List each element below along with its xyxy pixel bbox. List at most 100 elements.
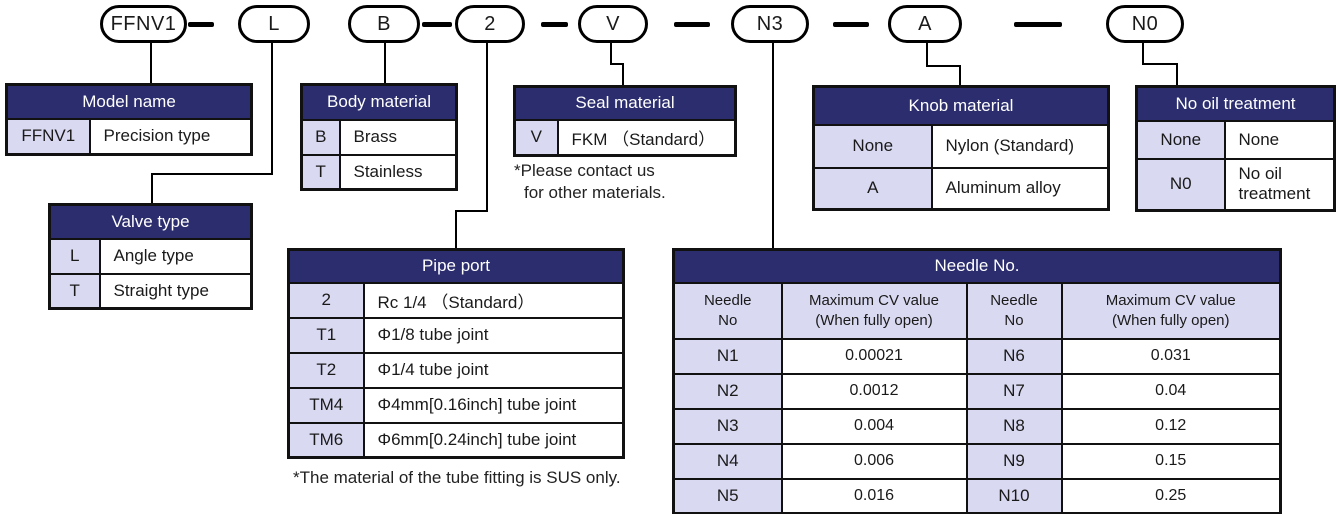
cv-value-cell: 0.016	[780, 477, 968, 514]
table-row: None Nylon (Standard)	[812, 123, 1110, 169]
code-pill-no-oil: N0	[1106, 5, 1184, 43]
code-pill-label: B	[377, 12, 391, 35]
desc-cell: Φ1/8 tube joint	[362, 316, 625, 354]
knob-material-table: Knob material None Nylon (Standard) A Al…	[812, 85, 1110, 211]
note-line: *Please contact us	[514, 161, 655, 180]
code-cell: A	[812, 166, 933, 211]
needle-no-cell: N8	[965, 407, 1063, 445]
connector-line	[150, 42, 152, 83]
code-cell: T	[48, 272, 101, 310]
cv-value-cell: 0.0012	[780, 372, 968, 410]
dash-icon	[833, 22, 869, 27]
table-row: B Brass	[300, 118, 458, 156]
table-row: N3 0.004 N8 0.12	[672, 407, 1282, 445]
code-pill-pipe-port: 2	[455, 5, 525, 43]
connector-line	[610, 63, 624, 65]
table-title: Model name	[5, 83, 253, 120]
table-row: None None	[1135, 119, 1336, 160]
connector-line	[384, 42, 386, 83]
code-cell: L	[48, 237, 101, 275]
table-row: T Stainless	[300, 153, 458, 191]
model-name-table: Model name FFNV1 Precision type	[5, 83, 253, 156]
cv-value-cell: 0.04	[1060, 372, 1282, 410]
table-row: T Straight type	[48, 272, 253, 310]
table-row: A Aluminum alloy	[812, 166, 1110, 211]
needle-no-cell: N7	[965, 372, 1063, 410]
code-pill-body-material: B	[348, 5, 420, 43]
connector-line	[151, 173, 153, 203]
connector-line	[455, 210, 488, 212]
dash-icon	[1014, 22, 1062, 27]
table-title: Knob material	[812, 85, 1110, 126]
table-row: V FKM （Standard）	[513, 118, 737, 157]
connector-line	[959, 65, 961, 85]
desc-cell: Aluminum alloy	[930, 166, 1110, 211]
code-pill-needle-no: N3	[731, 5, 809, 43]
code-cell: T	[300, 153, 341, 191]
cv-value-cell: 0.004	[780, 407, 968, 445]
pipe-port-table: Pipe port 2 Rc 1/4 （Standard） T1 Φ1/8 tu…	[287, 248, 625, 459]
column-header: Needle No	[965, 281, 1063, 340]
seal-material-note: *Please contact us for other materials.	[514, 160, 666, 204]
needle-no-cell: N2	[672, 372, 783, 410]
needle-no-cell: N6	[965, 337, 1063, 375]
dash-icon	[422, 22, 452, 27]
code-cell: TM4	[287, 386, 365, 424]
connector-line	[926, 42, 928, 67]
table-row: TM6 Φ6mm[0.24inch] tube joint	[287, 421, 625, 459]
pipe-port-note: *The material of the tube fitting is SUS…	[293, 468, 621, 487]
no-oil-treatment-table: No oil treatment None None N0 No oil tre…	[1135, 85, 1336, 212]
table-row: 2 Rc 1/4 （Standard）	[287, 281, 625, 319]
desc-cell: Angle type	[98, 237, 253, 275]
body-material-table: Body material B Brass T Stainless	[300, 83, 458, 191]
code-cell: N0	[1135, 157, 1226, 212]
valve-type-table: Valve type L Angle type T Straight type	[48, 203, 253, 310]
table-row: N5 0.016 N10 0.25	[672, 477, 1282, 514]
table-row: N1 0.00021 N6 0.031	[672, 337, 1282, 375]
table-row: N2 0.0012 N7 0.04	[672, 372, 1282, 410]
code-cell: B	[300, 118, 341, 156]
desc-cell: Φ6mm[0.24inch] tube joint	[362, 421, 625, 459]
table-title: Seal material	[513, 85, 737, 121]
table-title: Body material	[300, 83, 458, 121]
connector-line	[1142, 63, 1178, 65]
connector-line	[622, 63, 624, 85]
code-pill-label: V	[606, 12, 620, 35]
connector-line	[455, 210, 457, 248]
cv-value-cell: 0.031	[1060, 337, 1282, 375]
code-pill-label: A	[918, 12, 932, 35]
desc-cell: Straight type	[98, 272, 253, 310]
seal-material-table: Seal material V FKM （Standard）	[513, 85, 737, 157]
connector-line	[271, 42, 273, 175]
code-cell: FFNV1	[5, 117, 91, 156]
column-header: Maximum CV value (When fully open)	[1060, 281, 1282, 340]
needle-no-cell: N9	[965, 442, 1063, 480]
cv-value-cell: 0.12	[1060, 407, 1282, 445]
table-title: Valve type	[48, 203, 253, 240]
code-cell: T1	[287, 316, 365, 354]
table-row: TM4 Φ4mm[0.16inch] tube joint	[287, 386, 625, 424]
needle-no-cell: N5	[672, 477, 783, 514]
table-row: N4 0.006 N9 0.15	[672, 442, 1282, 480]
desc-cell: Nylon (Standard)	[930, 123, 1110, 169]
connector-line	[926, 65, 961, 67]
table-row: FFNV1 Precision type	[5, 117, 253, 156]
desc-cell: Precision type	[88, 117, 253, 156]
table-title: Pipe port	[287, 248, 625, 284]
cv-value-cell: 0.25	[1060, 477, 1282, 514]
table-row: L Angle type	[48, 237, 253, 275]
table-row: N0 No oil treatment	[1135, 157, 1336, 212]
code-pill-model: FFNV1	[100, 5, 187, 43]
desc-cell: Stainless	[338, 153, 458, 191]
code-pill-label: FFNV1	[110, 12, 177, 35]
connector-line	[1142, 42, 1144, 65]
dash-icon	[674, 22, 710, 27]
code-pill-label: N3	[756, 12, 784, 35]
connector-line	[610, 42, 612, 65]
code-cell: TM6	[287, 421, 365, 459]
code-cell: None	[812, 123, 933, 169]
code-pill-valve-type: L	[238, 5, 310, 43]
code-cell: T2	[287, 351, 365, 389]
note-line: for other materials.	[524, 183, 666, 202]
